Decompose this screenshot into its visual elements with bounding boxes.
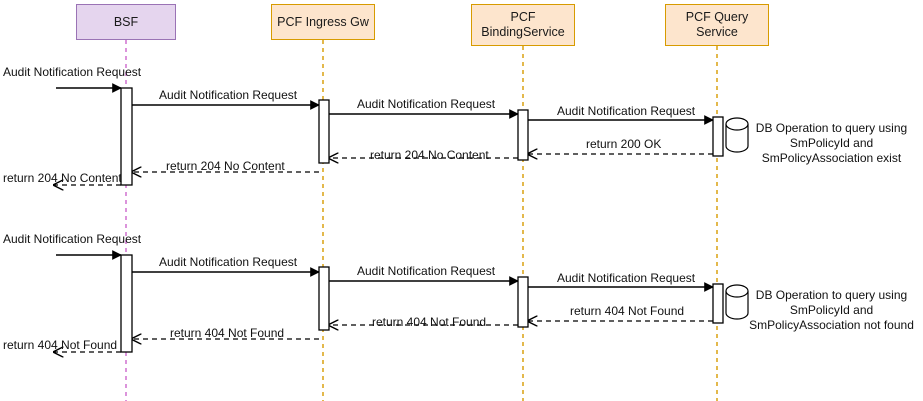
db-operation-note: DB Operation to query using SmPolicyId a… [749,288,914,332]
activation-bar-pcf-query-service [712,283,724,324]
activation-bar-bsf [120,254,133,353]
message-label-m8: return 204 No Content [3,171,122,185]
participant-header-pcf-query-service[interactable]: PCF Query Service [665,4,769,46]
db-icons-layer [725,117,749,320]
message-label-m4: Audit Notification Request [557,104,696,118]
message-label-m6: return 204 No Content [370,148,489,162]
activation-bar-bsf [120,87,133,186]
message-label-m5: return 200 OK [586,137,662,151]
message-label-n3: Audit Notification Request [357,264,496,278]
database-icon [725,117,749,153]
participant-header-pcf-ingress-gw[interactable]: PCF Ingress Gw [271,4,375,40]
message-label-n4: Audit Notification Request [557,271,696,285]
messages-layer [54,83,714,352]
message-label-m7: return 204 No Content [166,159,285,173]
participant-header-bsf[interactable]: BSF [76,4,176,40]
message-label-n2: Audit Notification Request [159,255,298,269]
message-label-n5: return 404 Not Found [570,304,685,318]
lifelines-layer [125,40,718,401]
message-label-m2: Audit Notification Request [159,88,298,102]
activation-bar-pcf-ingress-gw [318,266,330,331]
message-label-m3: Audit Notification Request [357,97,496,111]
participant-header-pcf-bindingservice[interactable]: PCF BindingService [471,4,575,46]
database-icon [725,284,749,320]
message-label-m1: Audit Notification Request [3,65,142,79]
message-label-n1: Audit Notification Request [3,232,142,246]
message-label-n6: return 404 Not Found [372,315,487,329]
activation-bar-pcf-query-service [712,116,724,157]
activation-bar-pcf-bindingservice [517,276,529,328]
activations-layer [120,87,724,353]
activation-bar-pcf-ingress-gw [318,99,330,164]
db-operation-note: DB Operation to query using SmPolicyId a… [755,121,908,165]
activation-bar-pcf-bindingservice [517,109,529,161]
message-label-n8: return 404 Not Found [3,338,118,352]
message-label-n7: return 404 Not Found [170,326,285,340]
